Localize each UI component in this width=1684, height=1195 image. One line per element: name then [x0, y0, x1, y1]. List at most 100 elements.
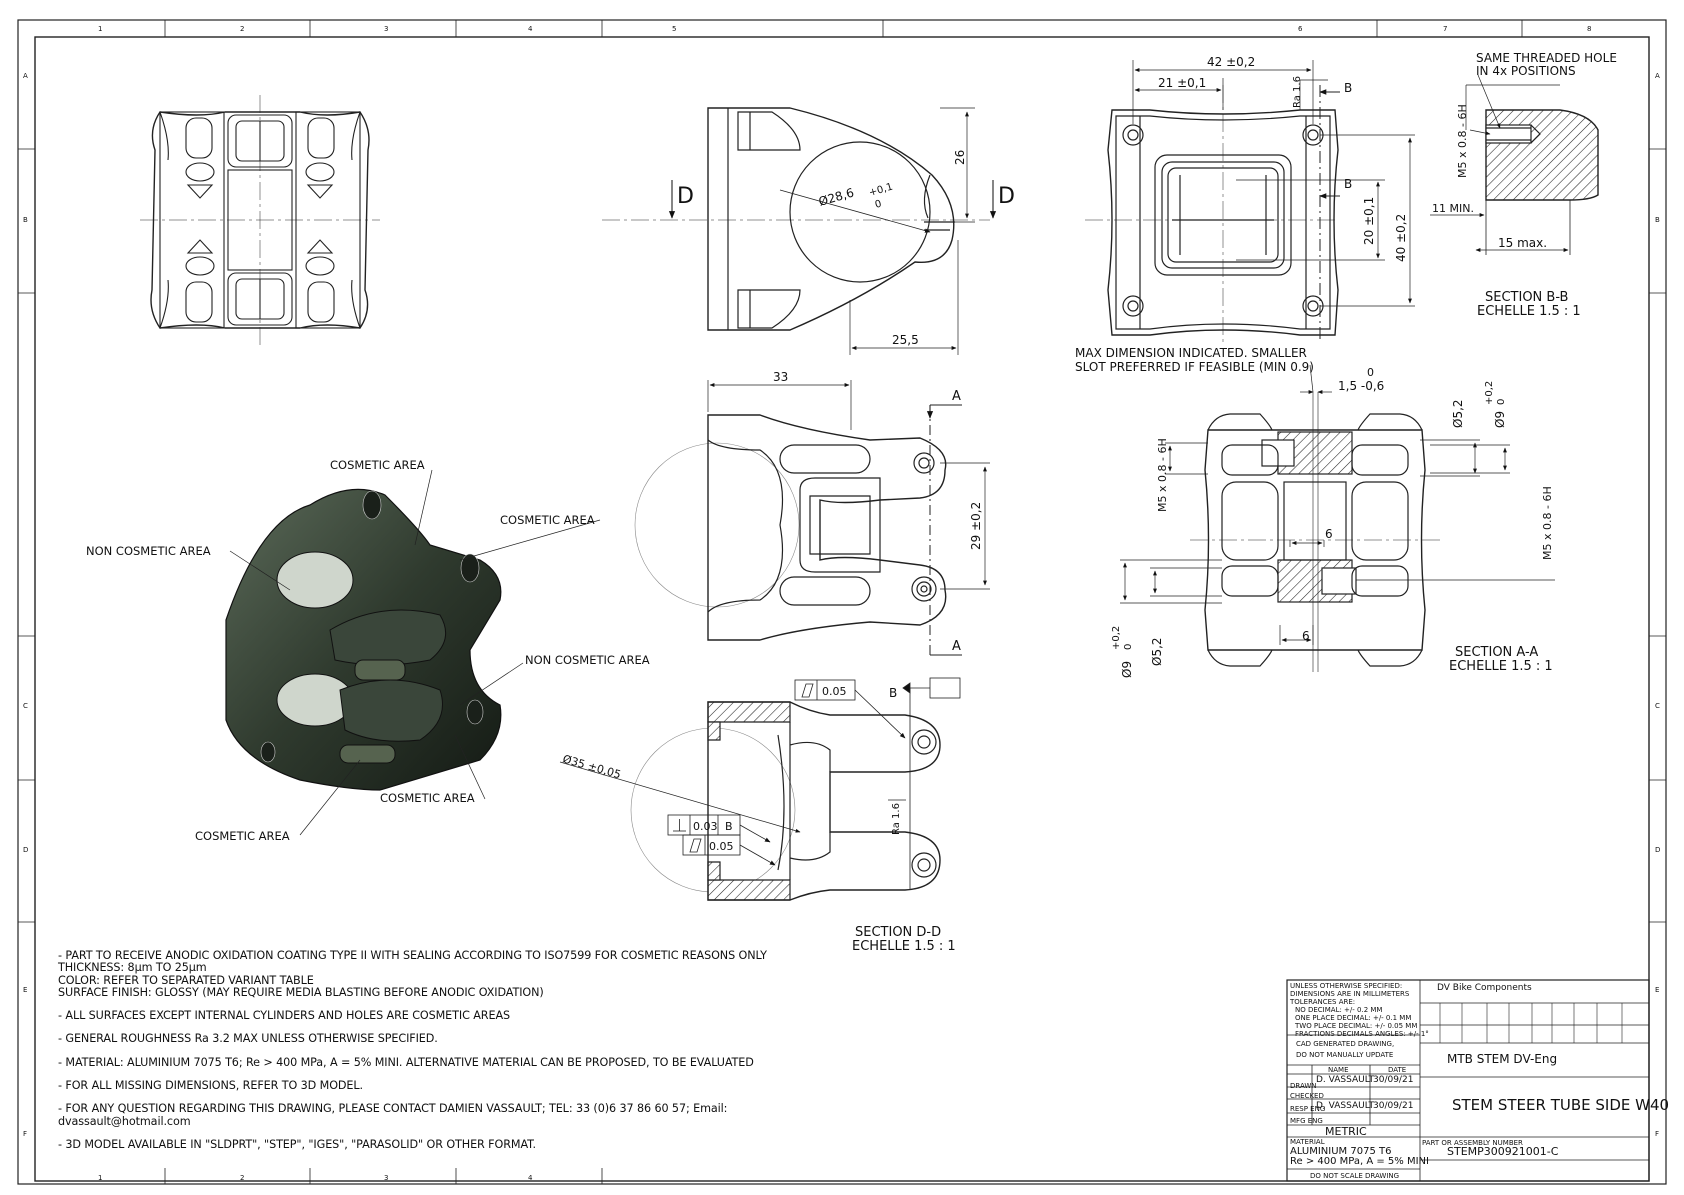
- resp-eng-date: 30/09/21: [1373, 1101, 1414, 1111]
- roughness-ra-side: Ra 1.6: [1292, 76, 1303, 108]
- zone-col-label: 1: [98, 1174, 102, 1182]
- zone-col-label: 6: [1298, 25, 1303, 33]
- dim-11-min: 11 MIN.: [1432, 202, 1474, 215]
- cad-note-line1: CAD GENERATED DRAWING,: [1296, 1040, 1395, 1048]
- cad-note-line2: DO NOT MANUALLY UPDATE: [1296, 1051, 1394, 1059]
- dim-9-bottom-tolerance-lower: 0: [1123, 644, 1134, 650]
- note-line: THICKNESS: 8µm TO 25µm: [58, 961, 207, 975]
- slot-note-line2: SLOT PREFERRED IF FEASIBLE (MIN 0.9): [1075, 360, 1314, 374]
- perpendicularity-value: 0.03: [693, 820, 718, 833]
- section-aa-scale: ECHELLE 1.5 : 1: [1449, 659, 1553, 674]
- zone-row-label: E: [1655, 986, 1659, 994]
- section-marker-d-right: D: [998, 184, 1015, 209]
- part-number: STEMP300921001-C: [1447, 1145, 1559, 1158]
- zone-row-label: A: [23, 72, 28, 80]
- dim-33: 33: [773, 370, 788, 384]
- drawing-title: STEM STEER TUBE SIDE W40: [1452, 1096, 1670, 1114]
- zone-row-label: A: [1655, 72, 1660, 80]
- dim-9-top-tolerance-upper: +0,2: [1484, 381, 1495, 405]
- section-bb-dimensions: [1430, 74, 1569, 252]
- callout-non-cosmetic-area-right: NON COSMETIC AREA: [525, 653, 650, 667]
- flatness-tolerance-bottom: 0.05: [709, 840, 734, 853]
- zone-row-label: C: [1655, 702, 1660, 710]
- dim-diameter-35: Ø35 ±0,05: [561, 752, 622, 781]
- dim-40: 40 ±0,2: [1394, 214, 1408, 262]
- side-view-dimensions: [1132, 60, 1415, 340]
- slot-tolerance-upper: 0: [1367, 366, 1374, 379]
- top-view: [634, 414, 947, 641]
- section-aa-labels: MAX DIMENSION INDICATED. SMALLER SLOT PR…: [1075, 346, 1554, 678]
- section-marker-b-top: B: [1344, 81, 1352, 95]
- border-zone-labels: 1 2 3 4 5 6 7 8 1 2 3 4 A B C D E F A B …: [23, 25, 1660, 1182]
- datum-b-label: B: [889, 686, 897, 700]
- thread-note-line2: IN 4x POSITIONS: [1476, 64, 1576, 78]
- do-not-scale-note: DO NOT SCALE DRAWING: [1310, 1172, 1400, 1180]
- callout-cosmetic-area-right: COSMETIC AREA: [500, 513, 595, 527]
- isometric-view: [225, 488, 502, 791]
- tolerance-line: ONE PLACE DECIMAL: +/- 0.1 MM: [1295, 1014, 1412, 1022]
- row-resp-eng: RESP ENG: [1290, 1105, 1326, 1113]
- dim-20: 20 ±0,1: [1362, 197, 1376, 245]
- company-name: DV Bike Components: [1437, 983, 1532, 993]
- section-dd-scale: ECHELLE 1.5 : 1: [852, 939, 956, 954]
- section-dd-annotations: [559, 677, 961, 866]
- row-drawn: DRAWN: [1290, 1082, 1317, 1090]
- top-view-labels: 33 29 ±0,2 A A: [773, 370, 983, 654]
- zone-col-label: 8: [1587, 25, 1591, 33]
- dim-25-5: 25,5: [892, 333, 919, 347]
- section-aa-title: SECTION A-A: [1455, 645, 1538, 660]
- section-marker-b-mid: B: [1344, 177, 1352, 191]
- tolerance-line: DIMENSIONS ARE IN MILLIMETERS: [1290, 990, 1410, 998]
- dim-9-bottom-tolerance-upper: +0,2: [1111, 626, 1122, 650]
- material-line2: Re > 400 MPa, A = 5% MINI: [1290, 1156, 1429, 1167]
- dim-diameter-9-bottom: Ø9: [1120, 661, 1134, 678]
- note-line: - GENERAL ROUGHNESS Ra 3.2 MAX UNLESS OT…: [58, 1032, 438, 1046]
- tolerance-block: UNLESS OTHERWISE SPECIFIED: DIMENSIONS A…: [1290, 982, 1429, 1038]
- zone-col-label: 1: [98, 25, 102, 33]
- callout-cosmetic-area-top: COSMETIC AREA: [330, 458, 425, 472]
- note-line: - 3D MODEL AVAILABLE IN "SLDPRT", "STEP"…: [58, 1137, 536, 1151]
- note-line: - FOR ANY QUESTION REGARDING THIS DRAWIN…: [58, 1102, 728, 1128]
- callout-cosmetic-area-lower-left: COSMETIC AREA: [195, 829, 290, 843]
- section-aa-view: [1190, 392, 1440, 672]
- zone-col-label: 5: [672, 25, 676, 33]
- dim-29: 29 ±0,2: [969, 502, 983, 550]
- zone-row-label: B: [1655, 216, 1660, 224]
- note-line: - MATERIAL: ALUMINIUM 7075 T6; Re > 400 …: [58, 1055, 754, 1069]
- zone-row-label: B: [23, 216, 28, 224]
- dim-6-mid: 6: [1325, 527, 1333, 541]
- section-bb-scale: ECHELLE 1.5 : 1: [1477, 304, 1581, 319]
- front-view: [602, 107, 990, 331]
- tolerance-line: UNLESS OTHERWISE SPECIFIED:: [1290, 982, 1403, 990]
- section-marker-a-bottom: A: [952, 639, 961, 654]
- note-line: - ALL SURFACES EXCEPT INTERNAL CYLINDERS…: [58, 1009, 510, 1023]
- zone-row-label: D: [1655, 846, 1660, 854]
- dim-diameter-5-2-top: Ø5,2: [1451, 399, 1465, 428]
- project-name: MTB STEM DV-Eng: [1447, 1052, 1558, 1066]
- dim-42: 42 ±0,2: [1207, 55, 1255, 69]
- note-line: - PART TO RECEIVE ANODIC OXIDATION COATI…: [58, 949, 767, 962]
- dim-21: 21 ±0,1: [1158, 76, 1206, 90]
- front-view-dimensions: [668, 107, 997, 355]
- tolerance-line: NO DECIMAL: +/- 0.2 MM: [1295, 1006, 1383, 1014]
- dim-15-max: 15 max.: [1498, 236, 1547, 250]
- drawn-by-name: D. VASSAULT: [1316, 1075, 1374, 1085]
- zone-col-label: 4: [528, 25, 533, 33]
- zone-col-label: 2: [240, 25, 244, 33]
- dim-6-bottom: 6: [1302, 629, 1310, 643]
- tolerance-line: FRACTIONS DECIMALS ANGLES: +/- 1°: [1295, 1030, 1429, 1038]
- dim-diameter-9-top: Ø9: [1493, 411, 1507, 428]
- dim-26: 26: [953, 150, 967, 165]
- thread-spec-aa-right: M5 x 0.8 - 6H: [1541, 486, 1554, 560]
- zone-row-label: F: [23, 1130, 27, 1138]
- dim-slot-1-5: 1,5 -0,6: [1338, 379, 1384, 393]
- dim-diameter-5-2-bottom: Ø5,2: [1150, 637, 1164, 666]
- material-line1: ALUMINIUM 7075 T6: [1290, 1146, 1392, 1157]
- zone-col-label: 7: [1443, 25, 1447, 33]
- section-dd-labels: B 0.05 0.03 B 0.05 Ø35 ±0,05 Ra 1.6 SECT…: [561, 685, 956, 954]
- general-notes: - PART TO RECEIVE ANODIC OXIDATION COATI…: [58, 949, 818, 1151]
- row-checked: CHECKED: [1290, 1092, 1324, 1100]
- zone-row-label: C: [23, 702, 28, 710]
- thread-spec-aa-left: M5 x 0.8 - 6H: [1156, 438, 1169, 512]
